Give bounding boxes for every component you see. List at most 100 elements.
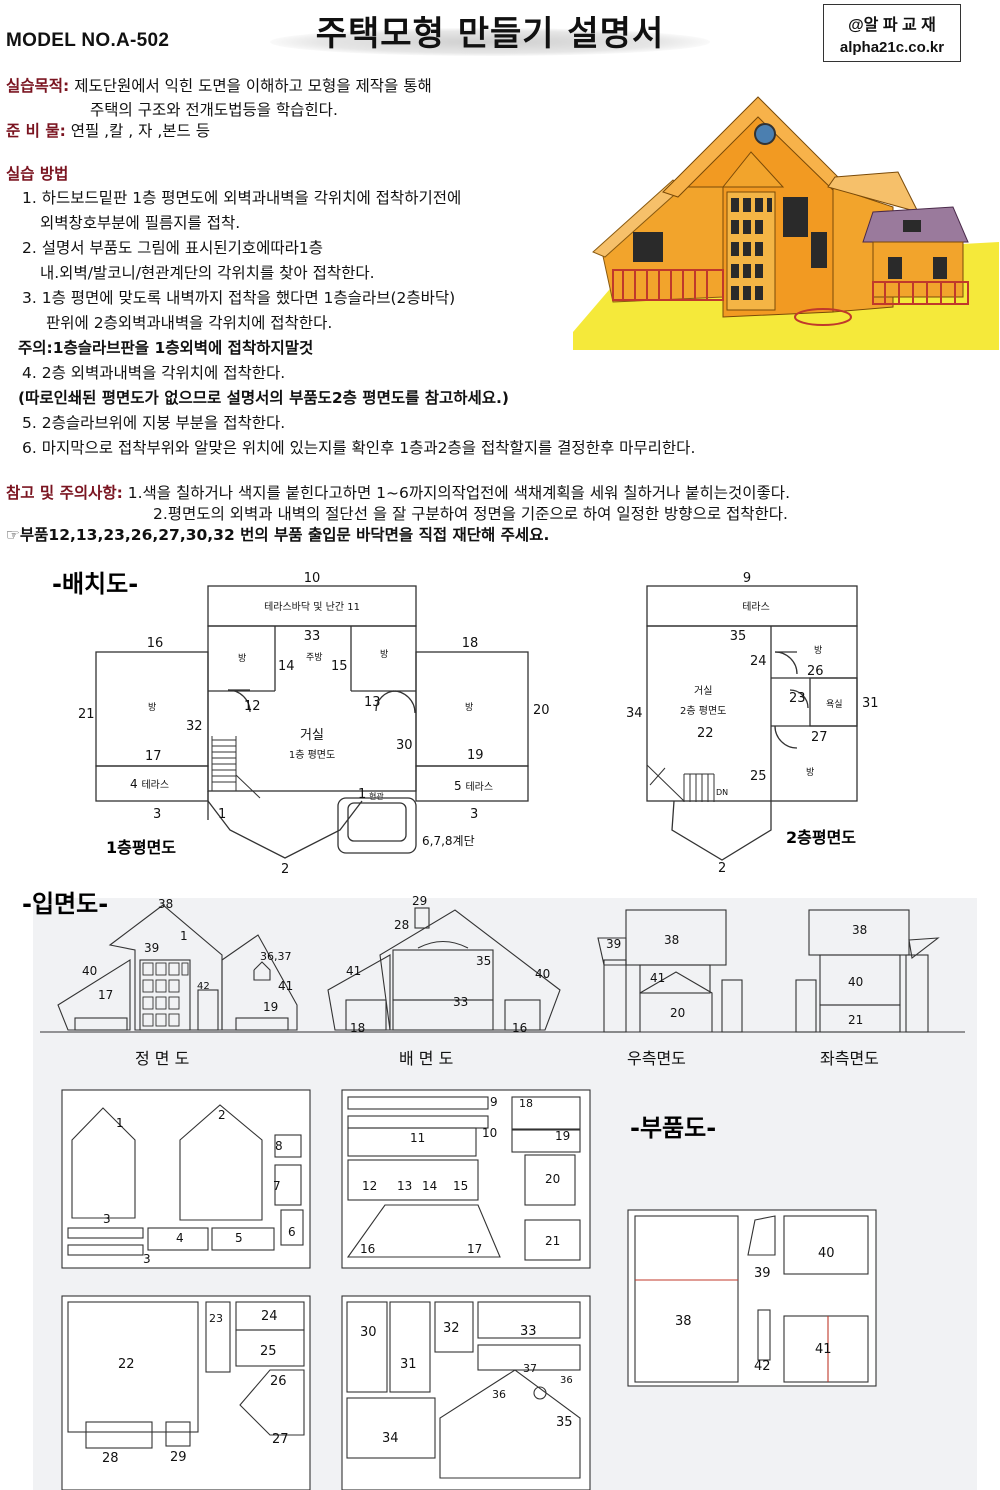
parts-sheet-1 <box>61 1089 311 1269</box>
svg-text:18: 18 <box>462 636 479 651</box>
svg-text:9: 9 <box>743 571 751 586</box>
svg-text:23: 23 <box>789 691 806 706</box>
svg-text:1: 1 <box>116 1116 124 1130</box>
svg-text:1: 1 <box>358 787 366 802</box>
parts-sheet-5 <box>341 1295 591 1490</box>
svg-text:11: 11 <box>410 1131 425 1145</box>
svg-text:25: 25 <box>260 1344 277 1359</box>
entrance-label: 현관 <box>369 791 384 801</box>
svg-text:35: 35 <box>476 954 491 968</box>
model-number: MODEL NO.A-502 <box>6 30 170 51</box>
svg-text:20: 20 <box>533 703 550 718</box>
svg-text:3: 3 <box>143 1252 151 1266</box>
step-3a: 3. 1층 평면에 맞도록 내벽까지 접착을 했다면 1층슬라브(2층바닥) <box>22 289 456 307</box>
title-shadow <box>270 28 710 56</box>
parts-sheet-2 <box>341 1089 591 1269</box>
svg-text:27: 27 <box>272 1432 289 1447</box>
purpose-line1: 제도단원에서 익힌 도면을 이해하고 모형을 제작을 통해 <box>74 77 432 95</box>
svg-text:15: 15 <box>331 659 348 674</box>
svg-text:36,37: 36,37 <box>260 950 292 963</box>
left-label: 좌측면도 <box>820 1049 879 1068</box>
step-1b: 외벽창호부분에 필름지를 접착. <box>40 214 241 232</box>
brand-url[interactable]: alpha21c.co.kr <box>839 39 945 56</box>
title-area: 주택모형 만들기 설명서 <box>270 6 710 56</box>
svg-text:21: 21 <box>848 1013 863 1027</box>
svg-text:29: 29 <box>170 1450 187 1465</box>
purpose-line2: 주택의 구조와 전개도법등을 학습힌다. <box>90 101 338 119</box>
materials-text: 연필 ,칼 , 자 ,본드 등 <box>70 122 210 140</box>
svg-text:39: 39 <box>144 941 159 955</box>
svg-text:41: 41 <box>815 1342 832 1357</box>
svg-text:42: 42 <box>754 1359 771 1374</box>
svg-text:2: 2 <box>218 1108 226 1122</box>
diagram-area: -배치도- 10 테라스바닥 및 난간 11 33 16 18 방 <box>22 570 977 1490</box>
svg-text:21: 21 <box>545 1234 560 1248</box>
svg-text:3: 3 <box>153 807 161 822</box>
method-heading: 실습 방법 <box>6 165 69 183</box>
reference-1: 1.색을 칠하거나 색지를 붙힌다고하면 1~6까지의작업전에 색채계획을 세워… <box>127 484 790 502</box>
svg-text:42: 42 <box>197 981 210 992</box>
svg-text:3: 3 <box>103 1212 111 1226</box>
svg-text:10: 10 <box>304 571 321 586</box>
brand-name: @알 파 교 재 <box>848 17 936 34</box>
svg-text:1: 1 <box>218 807 226 822</box>
step-4: 4. 2층 외벽과내벽을 각위치에 접착한다. <box>22 364 286 382</box>
parts-sheet-3 <box>627 1209 877 1387</box>
step-6: 6. 마지막으로 접착부위와 알맞은 위치에 있는지를 확인후 1층과2층을 접… <box>22 439 696 457</box>
svg-text:34: 34 <box>626 706 643 721</box>
svg-text:41: 41 <box>650 971 665 985</box>
svg-text:39: 39 <box>754 1266 771 1281</box>
svg-text:38: 38 <box>675 1314 692 1329</box>
dn-label: DN <box>716 788 728 797</box>
bath-label: 욕실 <box>826 699 843 710</box>
plan1-inner-label: 1층 평면도 <box>289 749 335 761</box>
svg-text:31: 31 <box>862 696 879 711</box>
svg-text:38: 38 <box>852 923 867 937</box>
right-label: 우측면도 <box>627 1049 686 1068</box>
svg-text:28: 28 <box>102 1451 119 1466</box>
svg-text:37: 37 <box>523 1362 537 1375</box>
svg-text:20: 20 <box>545 1172 560 1186</box>
left-elevation <box>795 909 940 1033</box>
brand-box: @알 파 교 재 alpha21c.co.kr <box>823 4 961 62</box>
floor1-plan <box>95 585 529 859</box>
cut-note: ☞부품12,13,23,26,27,30,32 번의 부품 출입문 바닥면을 직… <box>6 526 550 544</box>
svg-text:19: 19 <box>555 1129 570 1143</box>
svg-text:34: 34 <box>382 1431 399 1446</box>
svg-text:17: 17 <box>145 749 162 764</box>
room-label-3: 방 <box>148 702 156 713</box>
purpose-row: 실습목적: 제도단원에서 익힌 도면을 이해하고 모형을 제작을 통해 <box>6 74 432 98</box>
svg-text:39: 39 <box>606 937 621 951</box>
plans-heading: -배치도- <box>52 570 138 598</box>
elevations-heading: -입면도- <box>22 890 108 918</box>
svg-text:10: 10 <box>482 1126 497 1140</box>
step-2a: 2. 설명서 부품도 그림에 표시된기호에따라1층 <box>22 239 324 257</box>
svg-text:9: 9 <box>490 1095 498 1109</box>
svg-text:22: 22 <box>697 726 714 741</box>
svg-text:15: 15 <box>453 1179 468 1193</box>
step-1a: 1. 하드보드밑판 1층 평면도에 외벽과내벽을 각위치에 접착하기전에 <box>22 189 462 207</box>
svg-text:19: 19 <box>467 748 484 763</box>
svg-text:16: 16 <box>147 636 164 651</box>
svg-text:25: 25 <box>750 769 767 784</box>
svg-text:35: 35 <box>730 629 747 644</box>
svg-text:5 테라스: 5 테라스 <box>454 779 493 793</box>
svg-text:33: 33 <box>453 995 468 1009</box>
svg-text:20: 20 <box>670 1006 685 1020</box>
svg-text:41: 41 <box>346 964 361 978</box>
svg-text:28: 28 <box>394 918 409 932</box>
svg-text:17: 17 <box>98 988 113 1002</box>
svg-text:8: 8 <box>275 1139 283 1153</box>
svg-text:2: 2 <box>718 861 726 876</box>
svg-text:38: 38 <box>664 933 679 947</box>
materials-row: 준 비 물: 연필 ,칼 , 자 ,본드 등 <box>6 119 210 143</box>
svg-text:40: 40 <box>818 1246 835 1261</box>
reference-row: 참고 및 주의사항: 1.색을 칠하거나 색지를 붙힌다고하면 1~6까지의작업… <box>6 481 790 505</box>
step-5: 5. 2층슬라브위에 지붕 부분을 접착한다. <box>22 414 286 432</box>
svg-text:3: 3 <box>470 807 478 822</box>
svg-text:2: 2 <box>281 862 289 877</box>
materials-label: 준 비 물: <box>6 122 66 140</box>
purpose-label: 실습목적: <box>6 77 70 95</box>
svg-text:40: 40 <box>848 975 863 989</box>
room-label-4: 방 <box>465 702 473 713</box>
